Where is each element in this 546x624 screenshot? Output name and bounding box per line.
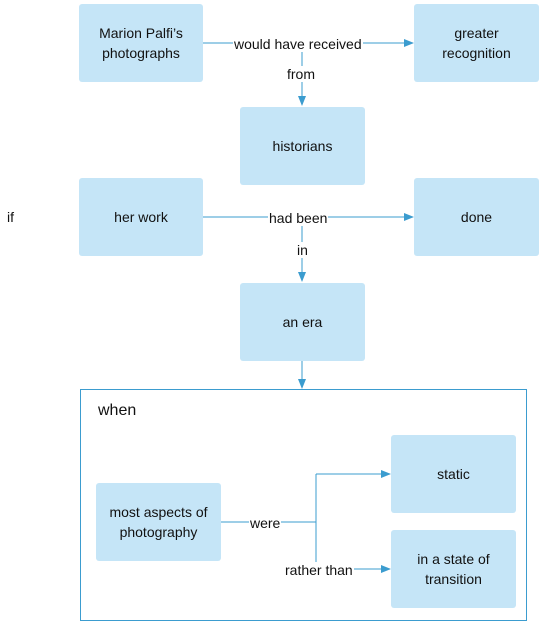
node-done: done [414, 178, 539, 256]
node-label: greater recognition [442, 24, 511, 61]
edge-label-rather-than: rather than [284, 562, 354, 578]
node-static: static [391, 435, 516, 513]
edge-label-would-have-received: would have received [233, 36, 363, 52]
edge-label-had-been: had been [268, 210, 329, 226]
node-an-era: an era [240, 283, 365, 361]
group-title-when: when [98, 402, 137, 419]
group-when-frame [80, 389, 527, 621]
node-in-a-state-of-transition: in a state of transition [391, 530, 516, 608]
node-label: historians [272, 137, 333, 154]
edge-label-from: from [286, 66, 316, 82]
node-historians: historians [240, 107, 365, 185]
node-most-aspects-of-photography: most aspects of photography [96, 483, 221, 561]
edge-label-were: were [249, 515, 282, 531]
node-label: static [437, 465, 470, 482]
side-label-if: if [7, 209, 14, 225]
node-label: her work [114, 208, 168, 225]
node-greater-recognition: greater recognition [414, 4, 539, 82]
node-label: Marion Palfi’s photographs [99, 24, 183, 61]
node-label: done [460, 208, 493, 225]
node-marion-palfi-photographs: Marion Palfi’s photographs [79, 4, 203, 82]
edge-label-in: in [296, 242, 309, 258]
node-her-work: her work [79, 178, 203, 256]
node-label: an era [282, 313, 323, 330]
node-label: most aspects of photography [109, 503, 208, 540]
node-label: in a state of transition [417, 550, 490, 587]
